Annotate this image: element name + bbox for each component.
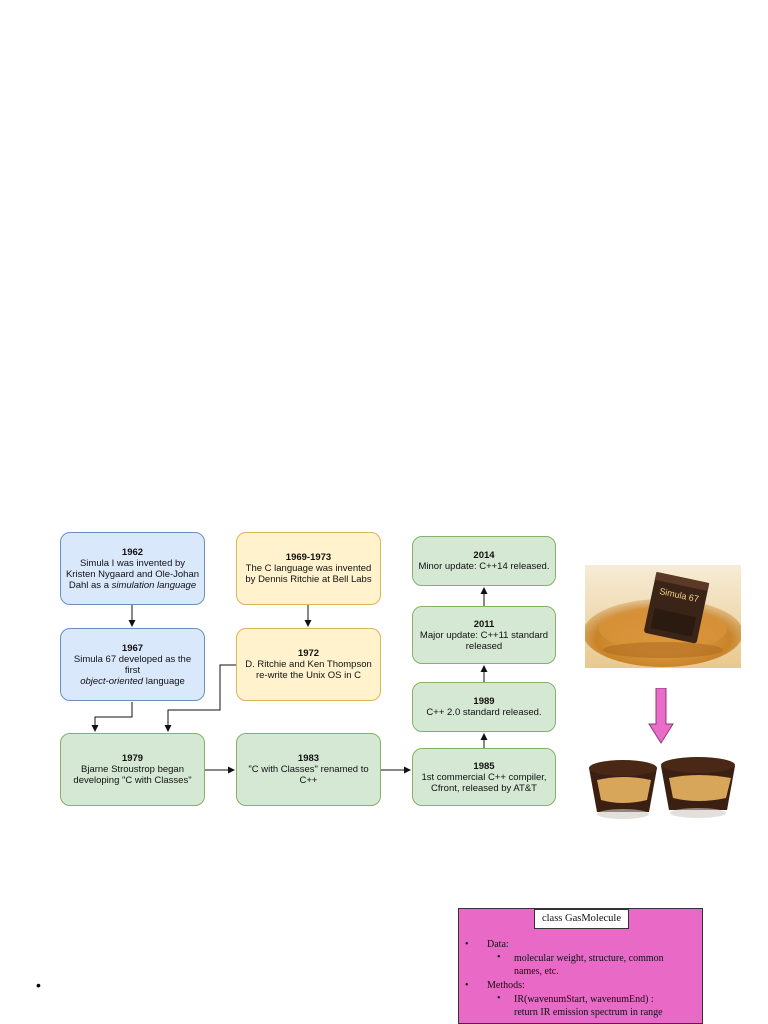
chocolate-in-honey-image: Simula 67 [585,565,741,668]
method-item-line: return IR emission spectrum in range [514,1006,663,1018]
data-item-line: molecular weight, structure, common [514,953,664,964]
desc-line: Simula 67 developed as the first [73,653,192,676]
timeline-box-1972: 1972 D. Ritchie and Ken Thompson re-writ… [236,628,381,701]
desc-line: 1st commercial C++ compiler, [421,771,547,783]
chocolate-in-honey-illustration: Simula 67 [585,565,741,668]
timeline-box-1983: 1983 "C with Classes" renamed to C++ [236,733,381,806]
bullet-icon: • [465,980,469,991]
bullet-icon: • [497,952,501,963]
data-item: molecular weight, structure, common name… [514,953,699,978]
year-label: 1972 [297,648,320,659]
data-item-line: names, etc. [514,965,559,977]
desc-line: D. Ritchie and Ken Thompson [245,659,372,670]
bullet-icon: • [497,993,501,1004]
desc-line: "C with Classes" renamed to [248,764,369,775]
bullet-icon: • [465,939,469,950]
desc-line: Major update: C++11 standard [419,629,549,641]
desc-line: Dahl as a simulation language [69,580,196,591]
methods-label: Methods: [487,980,525,991]
timeline-box-1989: 1989 C++ 2.0 standard released. [412,682,556,732]
timeline-box-2014: 2014 Minor update: C++14 released. [412,536,556,586]
year-label: 1989 [473,696,495,707]
desc-line: Kristen Nygaard and Ole-Johan [65,568,200,580]
year-label: 1969-1973 [285,552,332,563]
desc-text: language [143,675,185,687]
desc-line: The C language was invented [245,563,372,574]
class-title: class GasMolecule [534,909,629,929]
desc-line: Simula I was invented by [79,557,186,569]
desc-text: Dahl as a [68,579,112,591]
desc-line: Bjarne Stroustrop began [81,764,184,775]
data-label: Data: [487,939,509,950]
down-arrow-icon [648,688,674,744]
timeline-box-1985: 1985 1st commercial C++ compiler, Cfront… [412,748,556,806]
peanut-butter-cups-image [585,752,741,822]
timeline-box-2011: 2011 Major update: C++11 standard releas… [412,606,556,664]
desc-emphasis: simulation language [111,579,197,591]
year-label: 1983 [297,753,320,764]
year-label: 1967 [121,642,144,654]
desc-line: Cfront, released by AT&T [431,782,537,794]
year-label: 1962 [121,546,144,558]
timeline-box-1962: 1962 Simula I was invented by Kristen Ny… [60,532,205,605]
desc-line: developing "C with Classes" [73,775,192,786]
timeline-box-1969-1973: 1969-1973 The C language was invented by… [236,532,381,605]
year-label: 2014 [473,550,495,561]
desc-emphasis: object-oriented [80,675,144,687]
desc-line: object-oriented language [80,676,185,687]
empty-bullet-icon: • [36,977,41,993]
year-label: 2011 [473,618,495,630]
desc-line: C++ 2.0 standard released. [426,707,542,718]
desc-line: by Dennis Ritchie at Bell Labs [245,574,372,585]
desc-line: released [465,640,503,652]
timeline-box-1979: 1979 Bjarne Stroustrop began developing … [60,733,205,806]
class-gasmolecule-box: class GasMolecule • Data: • molecular we… [458,908,703,1024]
year-label: 1979 [121,753,144,764]
arrow-1967-1979 [91,702,133,732]
method-item-line: IR(wavenumStart, wavenumEnd) : [514,994,654,1005]
desc-line: Minor update: C++14 released. [418,561,550,572]
method-item: IR(wavenumStart, wavenumEnd) : return IR… [514,994,699,1019]
year-label: 1985 [473,760,495,772]
peanut-butter-cups-illustration [585,752,741,822]
timeline-box-1967: 1967 Simula 67 developed as the first ob… [60,628,205,701]
desc-line: re-write the Unix OS in C [255,670,362,681]
desc-line: C++ [299,775,318,786]
